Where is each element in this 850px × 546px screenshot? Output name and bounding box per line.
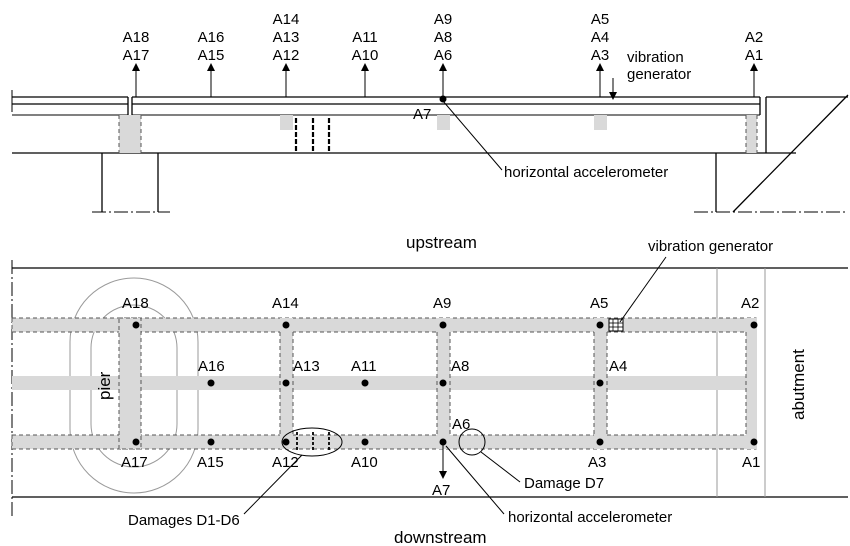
sensor-dot-a18 [132, 321, 140, 329]
sensor-dot-a16 [207, 379, 215, 387]
elevation-sensor-arrows [132, 63, 758, 97]
vibration-generator-label-line1: vibration [627, 49, 684, 66]
sensor-dot-a15 [207, 438, 215, 446]
elevation-view: A18 A17 A16 A15 A14 A13 A12 A11 A10 A9 A… [11, 11, 849, 213]
sensor-dot-a14 [282, 321, 290, 329]
plan-sensor-labels: A18 A14 A9 A5 A2 A16 A13 A11 A8 A4 A6 A1… [121, 295, 760, 499]
sensor-label-a10: A10 [352, 47, 379, 64]
plan-label-a3: A3 [588, 454, 606, 471]
sensor-label-a11: A11 [352, 29, 378, 46]
sensor-dot-a2 [750, 321, 758, 329]
damages-d1-d6-marker [281, 427, 343, 457]
elevation-accelerometer-label: horizontal accelerometer [504, 164, 668, 181]
plan-label-a17: A17 [121, 454, 148, 471]
elevation-sensor-labels: A18 A17 A16 A15 A14 A13 A12 A11 A10 A9 A… [123, 11, 764, 83]
sensor-dot-a1 [750, 438, 758, 446]
sensor-label-a4: A4 [591, 29, 609, 46]
sensor-dot-a11 [361, 379, 369, 387]
plan-sensor-dots [132, 321, 758, 446]
elevation-abutment [694, 94, 849, 213]
sensor-label-a5: A5 [591, 11, 609, 28]
sensor-label-a9: A9 [434, 11, 452, 28]
damages-d1-d6-label: Damages D1-D6 [128, 512, 240, 529]
sensor-dot-a8 [439, 379, 447, 387]
plan-label-a2: A2 [741, 295, 759, 312]
plan-view: upstream downstream [11, 233, 848, 546]
plan-label-a13: A13 [293, 358, 320, 375]
pier-label: pier [95, 371, 114, 400]
plan-label-a6: A6 [452, 416, 470, 433]
sensor-label-a13: A13 [273, 29, 300, 46]
sensor-label-a3: A3 [591, 47, 609, 64]
vibration-generator-icon [608, 318, 624, 332]
plan-label-a18: A18 [122, 295, 149, 312]
plan-label-a7: A7 [432, 482, 450, 499]
plan-label-a14: A14 [272, 295, 299, 312]
plan-label-a1: A1 [742, 454, 760, 471]
sensor-dot-a9 [439, 321, 447, 329]
plan-label-a5: A5 [590, 295, 608, 312]
damage-d7-marker [458, 428, 486, 456]
sensor-label-a14: A14 [273, 11, 300, 28]
elevation-pier [92, 153, 170, 213]
sensor-label-a2: A2 [745, 29, 763, 46]
sensor-dot-a13 [282, 379, 290, 387]
abutment-label: abutment [789, 349, 808, 420]
sensor-dot-a12 [282, 438, 290, 446]
sensor-label-a18: A18 [123, 29, 150, 46]
plan-label-a16: A16 [198, 358, 225, 375]
sensor-label-a6: A6 [434, 47, 452, 64]
sensor-label-a12: A12 [273, 47, 300, 64]
downstream-label: downstream [394, 528, 487, 546]
elevation-a7-label: A7 [413, 106, 431, 123]
sensor-label-a17: A17 [123, 47, 150, 64]
sensor-label-a16: A16 [198, 29, 225, 46]
upstream-label: upstream [406, 233, 477, 252]
plan-label-a4: A4 [609, 358, 627, 375]
sensor-label-a8: A8 [434, 29, 452, 46]
plan-label-a9: A9 [433, 295, 451, 312]
plan-label-a11: A11 [351, 358, 377, 375]
plan-label-a15: A15 [197, 454, 224, 471]
plan-vibration-generator-label: vibration generator [648, 238, 773, 255]
sensor-dot-a10 [361, 438, 369, 446]
sensor-label-a1: A1 [745, 47, 763, 64]
sensor-dot-a4 [596, 379, 604, 387]
plan-girders [11, 317, 757, 450]
plan-label-a10: A10 [351, 454, 378, 471]
plan-accelerometer-label: horizontal accelerometer [508, 509, 672, 526]
vibration-generator-label-line2: generator [627, 66, 691, 83]
elevation-damage-cuts [294, 118, 331, 153]
sensor-dot-a5 [596, 321, 604, 329]
plan-label-a8: A8 [451, 358, 469, 375]
sensor-label-a15: A15 [198, 47, 225, 64]
damage-d7-label: Damage D7 [524, 475, 604, 492]
sensor-dot-a3 [596, 438, 604, 446]
elevation-accelerometer-dot [439, 95, 447, 103]
plan-label-a12: A12 [272, 454, 299, 471]
sensor-dot-a17 [132, 438, 140, 446]
